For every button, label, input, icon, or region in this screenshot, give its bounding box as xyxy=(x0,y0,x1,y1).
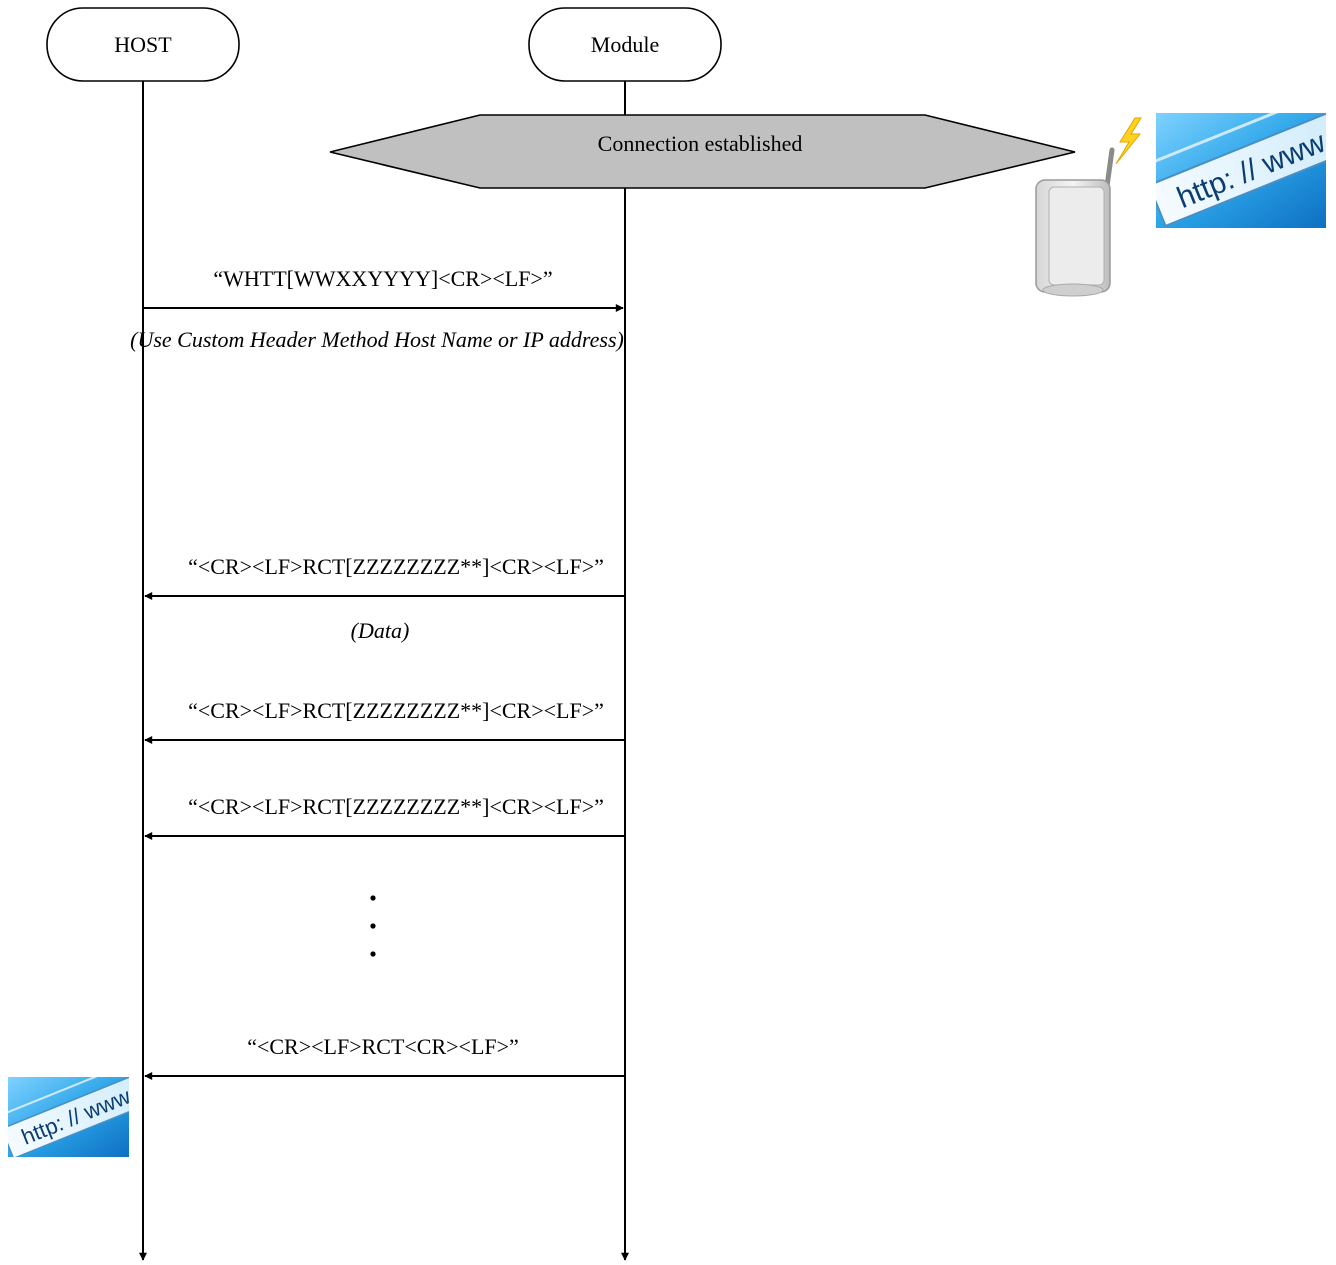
message-rct-end: “<CR><LF>RCT<CR><LF>” xyxy=(145,1034,625,1076)
message-label: “WHTT[WWXXYYYY]<CR><LF>” xyxy=(213,266,552,291)
message-label: “<CR><LF>RCT[ZZZZZZZZ**]<CR><LF>” xyxy=(188,554,604,579)
message-whtt: “WHTT[WWXXYYYY]<CR><LF>” xyxy=(143,266,623,308)
message-rct-3: “<CR><LF>RCT[ZZZZZZZZ**]<CR><LF>” xyxy=(145,794,625,836)
participant-host: HOST xyxy=(47,8,239,81)
browser-address-icon-small: http: // www xyxy=(0,1049,180,1158)
message-label: “<CR><LF>RCT<CR><LF>” xyxy=(247,1034,519,1059)
message-rct-1: “<CR><LF>RCT[ZZZZZZZZ**]<CR><LF>” xyxy=(145,554,625,596)
banner-label: Connection established xyxy=(598,131,803,156)
participant-host-label: HOST xyxy=(114,32,172,57)
message-label: “<CR><LF>RCT[ZZZZZZZZ**]<CR><LF>” xyxy=(188,698,604,723)
connection-banner: Connection established xyxy=(330,115,1075,188)
lightning-bolt-icon xyxy=(1116,118,1141,164)
message-rct-2: “<CR><LF>RCT[ZZZZZZZZ**]<CR><LF>” xyxy=(145,698,625,740)
wireless-router-icon xyxy=(1036,150,1112,296)
message-label: “<CR><LF>RCT[ZZZZZZZZ**]<CR><LF>” xyxy=(188,794,604,819)
custom-header-note: (Use Custom Header Method Host Name or I… xyxy=(130,327,624,352)
participant-module-label: Module xyxy=(591,32,659,57)
data-note: (Data) xyxy=(351,618,410,643)
browser-address-icon: http: // www xyxy=(1142,77,1336,228)
continuation-dots xyxy=(370,895,375,956)
participant-module: Module xyxy=(529,8,721,81)
